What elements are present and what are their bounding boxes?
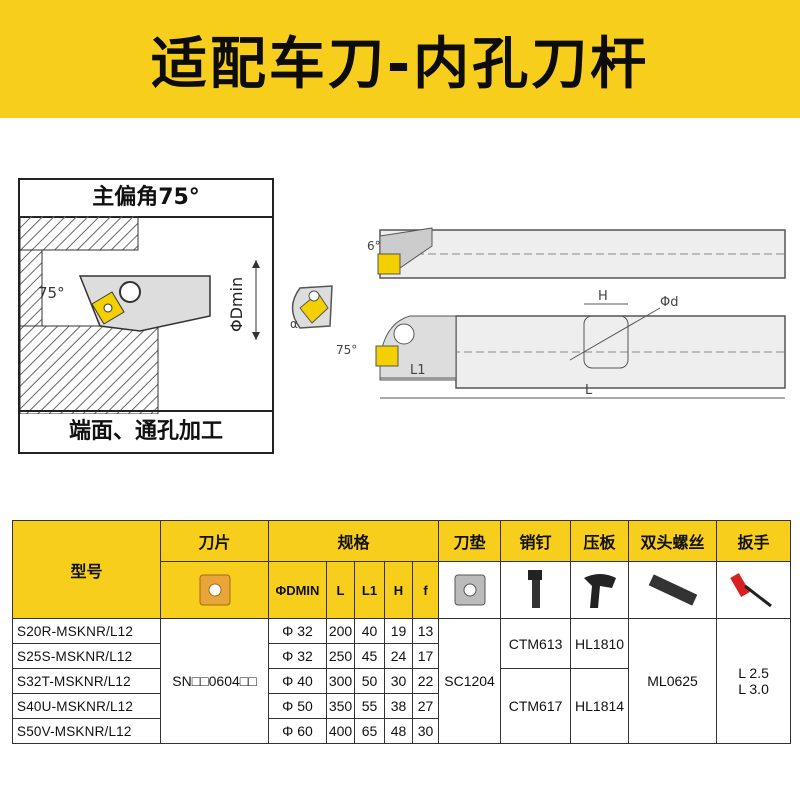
wrench-icon	[729, 572, 772, 608]
clamp-b: HL1814	[570, 668, 630, 744]
sub-l: L	[326, 561, 355, 619]
machining-note: 端面、通孔加工	[20, 410, 272, 452]
h-label: H	[598, 289, 608, 304]
angle-75-inset-label: 75°	[38, 284, 65, 302]
shim-icon-cell	[438, 561, 502, 619]
pin-icon-cell	[500, 561, 572, 619]
col-blade: 刀片	[160, 520, 269, 562]
pin-b: CTM617	[500, 668, 572, 744]
col-screw: 双头螺丝	[628, 520, 718, 562]
clamp-icon-cell	[570, 561, 630, 619]
angle-6-label: 6°	[367, 239, 381, 253]
clamp-icon	[583, 574, 616, 608]
table-row: S20R-MSKNR/L12 SN□□0604□□ Φ 32 200 40 19…	[12, 618, 792, 744]
wrench-b: L 3.0	[738, 681, 769, 697]
spec-table: 型号 刀片 规格 刀垫 销钉 压板 双头螺丝 扳手 ΦDMIN L L1 H f	[12, 520, 792, 744]
table-row: S25S-MSKNR/L12 Φ 32 250 45 24 17	[12, 643, 791, 669]
approach-angle-svg: 75° ΦDmin	[20, 216, 260, 414]
pin-icon	[527, 570, 542, 608]
col-model: 型号	[12, 520, 161, 619]
screw-value: ML0625	[628, 618, 718, 744]
approach-angle-title: 主偏角75°	[20, 180, 272, 218]
shim-value: SC1204	[438, 618, 502, 744]
wrench-values: L 2.5 L 3.0	[716, 618, 792, 744]
spec-table-wrapper: 型号 刀片 规格 刀垫 销钉 压板 双头螺丝 扳手 ΦDMIN L L1 H f	[12, 520, 792, 744]
approach-angle-panel: 主偏角75° 75° ΦDmin 端面、通孔加工	[18, 178, 274, 454]
col-shim: 刀垫	[438, 520, 502, 562]
l-label: L	[585, 383, 593, 398]
phi-d-label: Φd	[660, 295, 678, 310]
l1-label: L1	[410, 363, 426, 378]
title-banner: 适配车刀-内孔刀杆	[0, 0, 800, 118]
dmin-label: ΦDmin	[227, 277, 246, 332]
col-pin: 销钉	[500, 520, 572, 562]
col-spec: 规格	[267, 520, 440, 562]
sub-f: f	[411, 561, 440, 619]
shim-icon	[454, 574, 486, 606]
tool-drawing-svg: α 6° H Φd 75° L1 L	[290, 227, 786, 399]
wrench-icon-cell	[716, 561, 792, 619]
blade-icon-cell	[160, 561, 269, 619]
sub-h: H	[384, 561, 413, 619]
screw-icon	[648, 574, 697, 606]
bar-side-view: H Φd 75° L1 L	[336, 289, 786, 399]
col-clamp: 压板	[570, 520, 630, 562]
screw-icon-cell	[628, 561, 718, 619]
page-title: 适配车刀-内孔刀杆	[150, 31, 650, 97]
blade-value: SN□□0604□□	[160, 618, 269, 744]
sub-l1: L1	[354, 561, 385, 619]
sub-dmin: ΦDMIN	[268, 561, 327, 619]
table-row: S32T-MSKNR/L12 Φ 40 300 50 30 22 CTM617 …	[12, 668, 791, 744]
insert-icon	[199, 574, 230, 606]
side-detail: α	[290, 285, 333, 331]
angle-75-label: 75°	[336, 343, 357, 357]
pin-a: CTM613	[500, 618, 572, 669]
table-row: S50V-MSKNR/L12 Φ 60 400 65 48 30	[12, 718, 791, 744]
clamp-a: HL1810	[570, 618, 630, 669]
bar-top-view: 6°	[367, 227, 786, 279]
alpha-label: α	[290, 317, 298, 331]
wrench-a: L 2.5	[738, 665, 769, 681]
col-wrench: 扳手	[716, 520, 792, 562]
